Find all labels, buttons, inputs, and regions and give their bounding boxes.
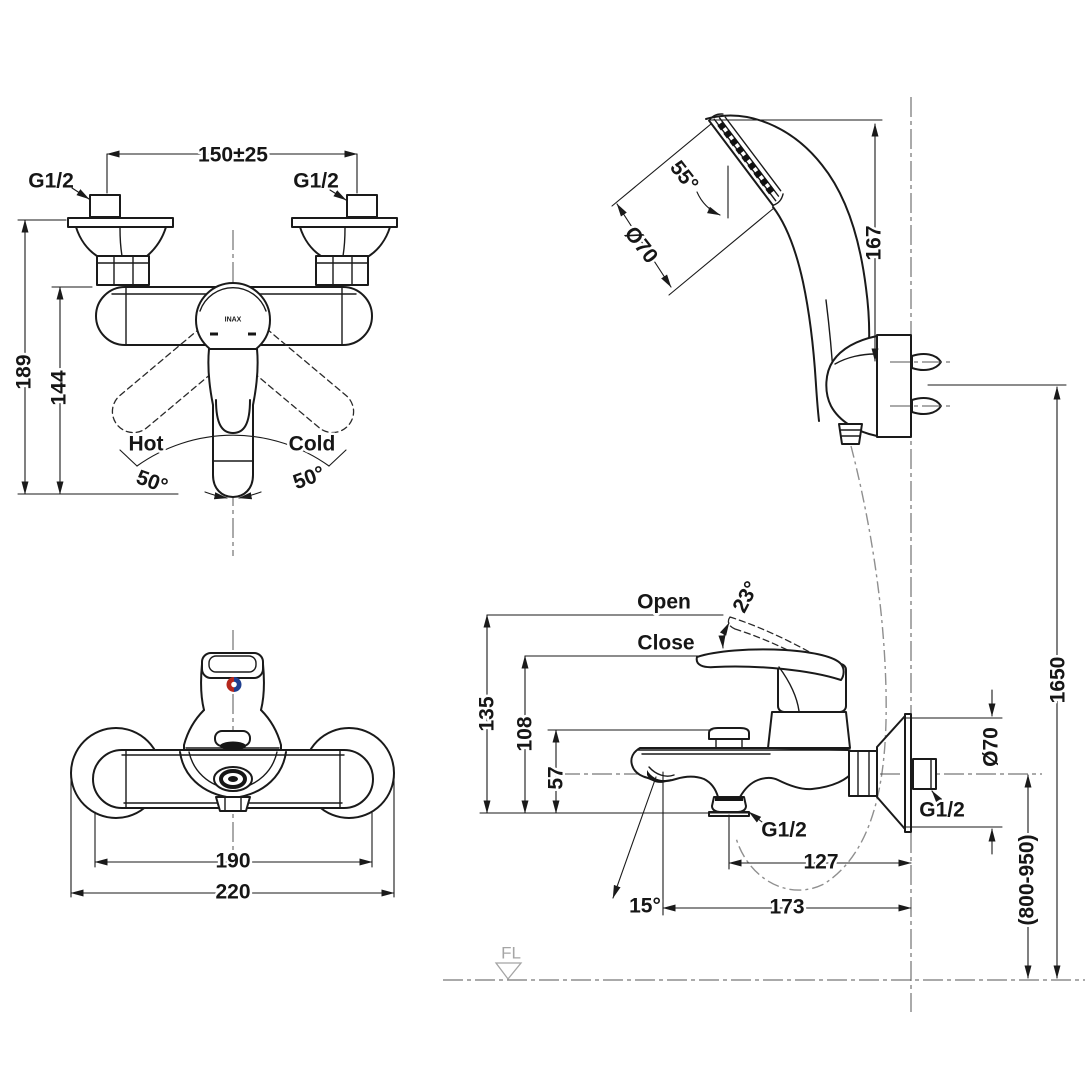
side-view: 23° Open Close 135 108 xyxy=(473,386,1072,979)
thread-label-right: G1/2 xyxy=(293,170,339,193)
label-cold: Cold xyxy=(289,433,336,456)
dim-outlet-to-wall: 127 xyxy=(803,851,838,874)
dim-flange-diameter: Ø70 xyxy=(980,727,1003,767)
dim-height-body: 144 xyxy=(48,370,71,405)
label-close: Close xyxy=(637,632,694,655)
bottom-view: 190 220 xyxy=(70,630,395,906)
dim-knob-height: 57 xyxy=(545,766,568,789)
dim-overall-width: 220 xyxy=(215,881,250,904)
spout-aerator xyxy=(647,770,671,783)
wall-flange xyxy=(904,713,912,833)
hex-nut-right xyxy=(315,255,369,286)
dim-head-diameter: Ø70 xyxy=(620,222,663,267)
lever-ghost-hot xyxy=(111,326,229,434)
dim-supply-pitch: 150±25 xyxy=(198,144,268,167)
angle-swing-left: 50° xyxy=(133,466,171,498)
angle-swing-right: 50° xyxy=(290,462,328,494)
dim-head-length: 167 xyxy=(863,225,886,260)
mixer-body-side xyxy=(630,747,857,798)
lever-handle-side xyxy=(695,648,845,681)
floor-label: FL xyxy=(501,944,521,963)
diverter-knob-side xyxy=(708,727,750,740)
thread-wall: G1/2 xyxy=(919,799,965,822)
bracket-cup xyxy=(825,335,878,437)
brand-mark: INAX xyxy=(225,317,242,324)
lever-handle-front xyxy=(207,348,259,498)
dim-open-height: 135 xyxy=(476,696,499,731)
wall-nipple xyxy=(912,758,937,790)
escutcheon-plate-right xyxy=(291,217,398,228)
diverter-hex-bottom xyxy=(215,796,251,812)
dim-overall-height: 1650 xyxy=(1047,657,1070,704)
label-hot: Hot xyxy=(129,433,164,456)
dim-close-height: 108 xyxy=(514,716,537,751)
hex-nut-left xyxy=(96,255,150,286)
lever-ghost-cold xyxy=(237,326,355,434)
bracket-wall-plate xyxy=(876,334,912,438)
front-view: INAX 150±25 G1/2 G1/2 189 144 Hot Cold 5… xyxy=(10,141,398,556)
shower-hose xyxy=(735,445,887,891)
union-hex-nut xyxy=(848,750,878,797)
angle-head: 55° xyxy=(665,156,703,195)
label-open: Open xyxy=(637,591,691,614)
dim-height-total: 189 xyxy=(13,354,36,389)
hose-nut xyxy=(838,423,863,445)
cartridge-base xyxy=(767,711,851,749)
lever-end-cap xyxy=(201,652,264,679)
escutcheon-plate-left xyxy=(67,217,174,228)
angle-spout: 15° xyxy=(629,895,661,918)
hot-cold-indicator xyxy=(226,677,242,692)
dim-install-range: (800-950) xyxy=(1016,834,1039,925)
dim-body-width: 190 xyxy=(215,850,250,873)
supply-nipple-left xyxy=(89,194,121,218)
supply-nipple-right xyxy=(346,194,378,218)
dim-spout-to-wall: 173 xyxy=(769,896,804,919)
angle-lever: 23° xyxy=(728,578,763,617)
wall-cone xyxy=(876,715,906,830)
thread-outlet: G1/2 xyxy=(761,819,807,842)
shower-head-face xyxy=(708,113,784,207)
thread-label-left: G1/2 xyxy=(28,170,74,193)
floor-datum-icon xyxy=(494,962,523,981)
